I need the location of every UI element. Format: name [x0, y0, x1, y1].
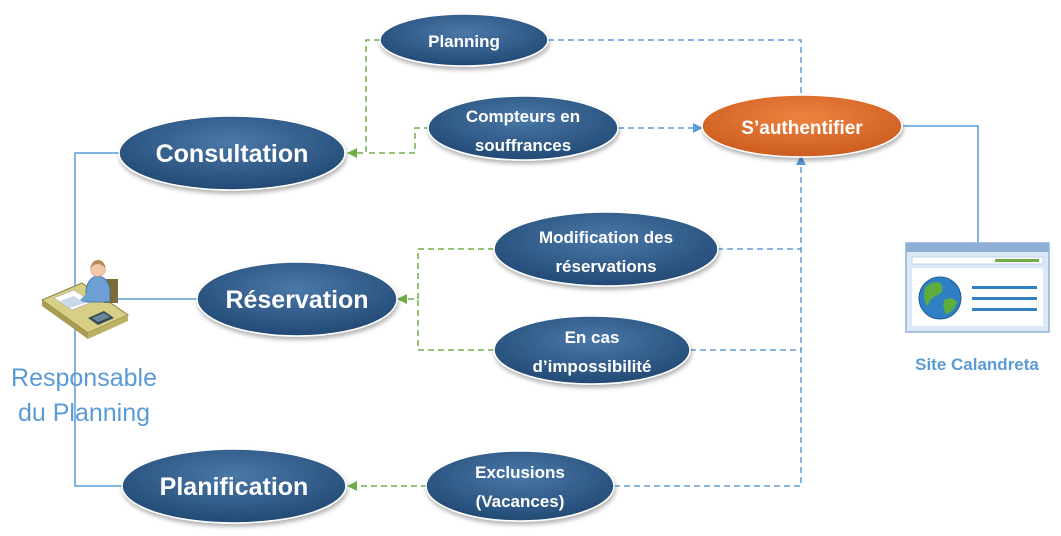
use-case-consultation[interactable]: Consultation [118, 115, 346, 191]
use-case-impossibilite[interactable]: En cas d’impossibilité [493, 315, 691, 385]
use-case-authentifier[interactable]: S’authentifier [701, 94, 903, 158]
authentifier-label: S’authentifier [741, 118, 863, 139]
compteurs-label-line-2: souffrances [475, 136, 571, 155]
actor-to-planification-line [74, 300, 122, 487]
compteurs-label-line-1: Compteurs en [466, 107, 580, 126]
impossibilite-label-line-1: En cas [565, 328, 620, 347]
site-label: Site Calandreta [915, 355, 1039, 374]
association-lines [74, 125, 979, 487]
actor-label-line-1: Responsable [11, 364, 157, 392]
actor-label-line-2: du Planning [18, 399, 150, 427]
actor-to-consultation-line [74, 152, 120, 300]
planification-label: Planification [160, 473, 309, 501]
include-arrows [347, 39, 494, 491]
modification-to-reservation-arrow [397, 248, 494, 304]
office-worker-icon [40, 260, 130, 339]
auth-to-site-line [903, 125, 979, 243]
use-case-planning[interactable]: Planning [379, 13, 549, 67]
planning-to-consultation-arrow [347, 39, 380, 158]
use-case-compteurs[interactable]: Compteurs en souffrances [427, 95, 619, 161]
use-case-planification[interactable]: Planification [121, 448, 347, 524]
compteurs-to-consultation-arrow [366, 127, 430, 154]
planning-to-auth-arrow [548, 39, 806, 107]
auth-arrows [548, 39, 806, 487]
reservation-label: Réservation [225, 286, 368, 314]
modification-label-line-2: réservations [555, 257, 656, 276]
website-browser-icon [905, 242, 1050, 333]
modification-label-line-1: Modification des [539, 228, 673, 247]
use-case-reservation[interactable]: Réservation [196, 261, 398, 337]
exclusions-to-auth-arrow [614, 155, 806, 487]
use-case-modification[interactable]: Modification des réservations [493, 211, 719, 287]
exclusions-label-line-1: Exclusions [475, 463, 565, 482]
exclusions-label-line-2: (Vacances) [476, 492, 565, 511]
use-case-exclusions[interactable]: Exclusions (Vacances) [425, 450, 615, 522]
planning-label: Planning [428, 32, 500, 51]
impossibilite-to-reservation-arrow [417, 299, 494, 351]
impossibilite-label-line-2: d’impossibilité [532, 357, 651, 376]
consultation-label: Consultation [156, 140, 309, 168]
